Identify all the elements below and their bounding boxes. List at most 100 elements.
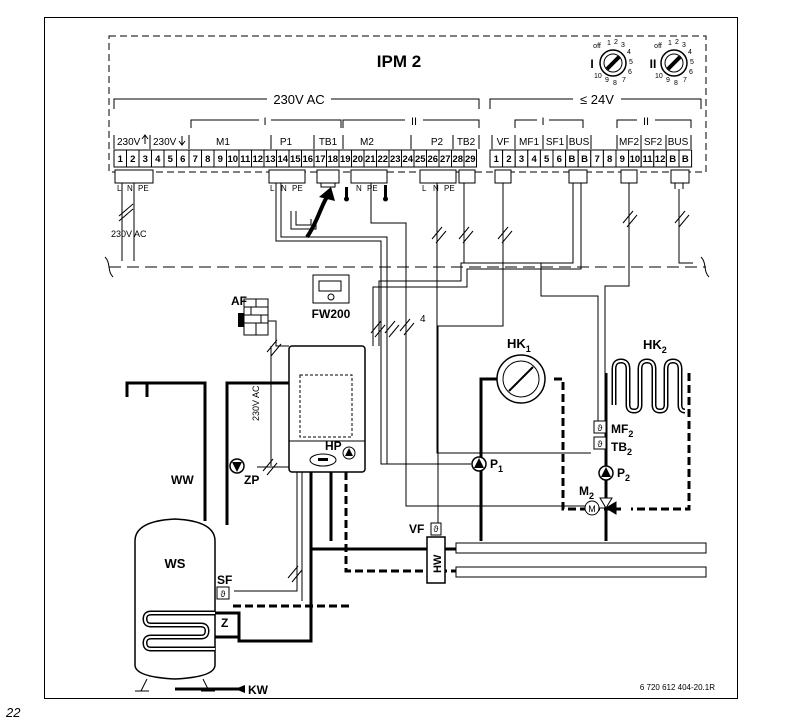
boiler-voltage-label: 230V AC <box>251 385 261 421</box>
terminal-number: 13 <box>265 154 276 165</box>
svg-text:SF1: SF1 <box>546 137 565 148</box>
terminal-number: 11 <box>642 154 653 165</box>
svg-text:ϑ: ϑ <box>221 589 226 599</box>
mixer-m2: M M2 <box>579 484 617 516</box>
svg-text:P2: P2 <box>431 137 444 148</box>
storage-sensor-label: SF <box>217 573 232 587</box>
connector-m2: N PE <box>344 169 388 202</box>
svg-text:4: 4 <box>627 49 631 56</box>
connector-supply: L N PE <box>114 169 154 261</box>
terminal-number: 4 <box>531 154 537 165</box>
svg-text:2: 2 <box>614 39 618 46</box>
circuit-two-low: II <box>643 116 649 128</box>
terminal-number: B <box>568 154 575 165</box>
pump-p1: P1 <box>471 456 503 474</box>
high-voltage-label: 230V AC <box>273 92 324 107</box>
svg-text:M1: M1 <box>216 137 230 148</box>
svg-text:MF1: MF1 <box>519 137 539 148</box>
svg-text:FW200: FW200 <box>312 307 351 321</box>
svg-text:off: off <box>654 43 662 50</box>
terminal-number: 11 <box>240 154 251 165</box>
svg-text:P2: P2 <box>617 466 630 483</box>
svg-text:M2: M2 <box>360 137 374 148</box>
svg-text:5: 5 <box>629 59 633 66</box>
terminal-cell <box>463 149 477 168</box>
svg-text:ϑ: ϑ <box>598 439 603 449</box>
terminal-number: 6 <box>557 154 562 165</box>
svg-text:4: 4 <box>688 49 692 56</box>
svg-text:BUS: BUS <box>569 137 590 148</box>
svg-text:VF: VF <box>497 137 510 148</box>
connector-low-side <box>494 169 690 189</box>
svg-text:TB2: TB2 <box>457 137 476 148</box>
svg-text:M: M <box>588 504 596 514</box>
svg-text:9: 9 <box>605 77 609 84</box>
terminal-number: 20 <box>352 154 363 165</box>
supply-voltage-label: 230V AC <box>111 229 147 239</box>
low-voltage-bracket <box>489 98 702 109</box>
terminal-number: 1 <box>494 154 500 165</box>
terminal-number: 12 <box>655 154 666 165</box>
connector-p1: L N PE <box>268 169 306 193</box>
svg-text:AF: AF <box>231 294 247 308</box>
cold-water-kw: KW <box>235 683 269 697</box>
svg-text:7: 7 <box>622 77 626 84</box>
terminal-number: 29 <box>465 154 476 165</box>
svg-text:SF2: SF2 <box>644 137 663 148</box>
svg-text:7: 7 <box>683 77 687 84</box>
circuit-two-high: II <box>411 116 417 128</box>
terminal-number: 25 <box>415 154 426 165</box>
terminal-number: 2 <box>130 154 135 165</box>
terminal-number: 10 <box>227 154 238 165</box>
heating-circuit-hk2: HK2 <box>611 337 686 414</box>
svg-text:10: 10 <box>655 73 663 80</box>
connector-tb2 <box>458 169 476 184</box>
svg-text:P1: P1 <box>490 457 503 474</box>
svg-text:8: 8 <box>613 80 617 87</box>
module-outline <box>108 35 707 173</box>
terminal-number: 10 <box>630 154 641 165</box>
terminal-number: 21 <box>365 154 376 165</box>
terminal-number: B <box>581 154 588 165</box>
svg-text:230V: 230V <box>117 137 141 148</box>
svg-text:L: L <box>270 184 275 193</box>
pump-zp: ZP <box>229 458 259 487</box>
svg-text:5: 5 <box>690 59 694 66</box>
svg-text:1: 1 <box>668 40 672 47</box>
wiring-diagram: IPM 2 I off 1 2 3 4 5 6 7 8 9 10 II off … <box>104 35 715 697</box>
terminal-number: 3 <box>519 154 524 165</box>
coding-switch-two[interactable]: II off 1 2 3 4 5 6 7 8 9 10 <box>650 39 694 87</box>
reference-number: 6 720 612 404-20.1R <box>640 683 715 692</box>
thermostat-tb2: ϑ TB2 <box>593 436 632 457</box>
terminal-number: 24 <box>402 154 413 165</box>
svg-text:10: 10 <box>594 73 602 80</box>
svg-text:M2: M2 <box>579 484 594 501</box>
terminal-number: 12 <box>252 154 263 165</box>
svg-text:N: N <box>356 184 362 193</box>
connector-tb1-bridge <box>290 169 340 239</box>
boiler-hp-label: HP <box>325 439 342 453</box>
terminal-number: 9 <box>620 154 625 165</box>
cable-markers <box>262 210 690 583</box>
svg-text:off: off <box>593 43 601 50</box>
circulation-label: Z <box>221 616 228 630</box>
terminal-groups-low: VF MF1 SF1 BUS MF2 SF2 BUS <box>491 135 692 149</box>
terminal-number: 14 <box>277 154 288 165</box>
outdoor-sensor-af: AF <box>231 294 269 336</box>
terminal-number: 5 <box>544 154 550 165</box>
controller-fw200: FW200 <box>312 274 351 321</box>
svg-text:MF2: MF2 <box>619 137 639 148</box>
pump-p2: P2 <box>598 465 630 483</box>
svg-text:HK1: HK1 <box>507 336 531 354</box>
svg-text:6: 6 <box>689 69 693 76</box>
high-voltage-bracket <box>113 98 480 109</box>
coding-switch-one[interactable]: I off 1 2 3 4 5 6 7 8 9 10 <box>590 39 633 87</box>
terminal-number: 22 <box>377 154 388 165</box>
terminal-number: 3 <box>143 154 148 165</box>
svg-text:ϑ: ϑ <box>434 524 439 534</box>
svg-text:MF2: MF2 <box>611 422 633 439</box>
module-title: IPM 2 <box>377 52 421 71</box>
terminal-number: 6 <box>180 154 185 165</box>
connector-p2: L N PE <box>419 169 457 193</box>
